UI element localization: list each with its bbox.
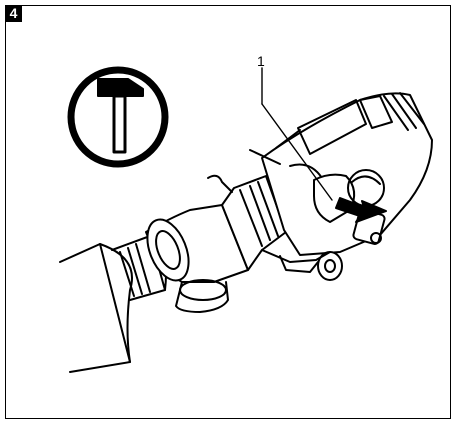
side-handle-mount — [261, 249, 331, 273]
push-arrow-icon — [335, 197, 387, 223]
hammer-in-circle-icon — [67, 66, 169, 168]
chuck-front — [145, 204, 249, 313]
callout-label: 1 — [257, 53, 265, 69]
figure-number: 4 — [5, 5, 22, 22]
tool-housing — [249, 92, 433, 256]
